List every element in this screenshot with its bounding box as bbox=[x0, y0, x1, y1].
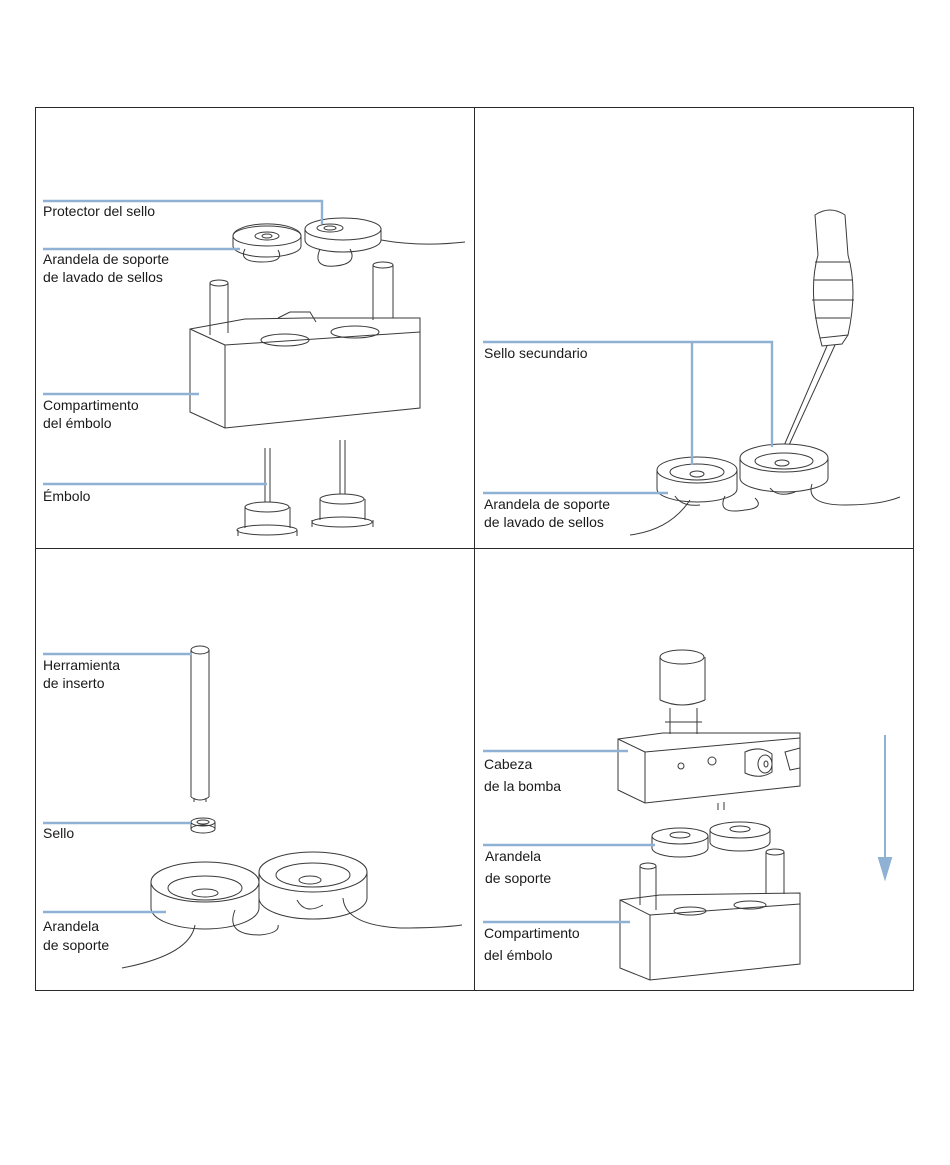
support-ring-right bbox=[710, 822, 770, 851]
label-plunger: Émbolo bbox=[43, 487, 90, 506]
down-arrow bbox=[879, 735, 891, 878]
support-ring-left bbox=[122, 862, 278, 968]
label-plunger-housing-line1: Compartimento bbox=[484, 924, 580, 943]
plunger-housing bbox=[190, 262, 420, 428]
label-wash-support-ring-line1: Arandela de soporte bbox=[484, 495, 610, 514]
panel-top-right-drawing bbox=[483, 210, 900, 535]
plunger-housing bbox=[620, 849, 800, 980]
wash-support-ring-right bbox=[305, 218, 465, 266]
label-insert-tool-line2: de inserto bbox=[43, 674, 104, 693]
insert-tool bbox=[191, 646, 209, 802]
label-wash-support-ring-line2: de lavado de sellos bbox=[484, 513, 604, 532]
pump-head bbox=[618, 650, 800, 810]
label-seal: Sello bbox=[43, 824, 74, 843]
label-pump-head-line2: de la bomba bbox=[484, 777, 561, 796]
plunger-left bbox=[237, 448, 297, 536]
label-plunger-housing-line2: del émbolo bbox=[43, 414, 112, 433]
label-plunger-housing-line1: Compartimento bbox=[43, 396, 139, 415]
label-secondary-seal: Sello secundario bbox=[484, 344, 588, 363]
wash-support-ring-left bbox=[630, 457, 758, 535]
screwdriver bbox=[780, 210, 854, 463]
plunger-right bbox=[312, 440, 373, 527]
label-seal-protector: Protector del sello bbox=[43, 202, 155, 221]
wash-support-ring-left bbox=[233, 224, 301, 262]
wash-support-ring-right bbox=[740, 444, 900, 505]
label-support-ring-line1: Arandela bbox=[43, 917, 99, 936]
label-insert-tool-line1: Herramienta bbox=[43, 656, 120, 675]
label-support-ring-line2: de soporte bbox=[43, 936, 109, 955]
label-support-ring-line1: Arandela bbox=[485, 847, 541, 866]
label-support-ring-line2: de soporte bbox=[485, 869, 551, 888]
label-wash-support-ring-line2: de lavado de sellos bbox=[43, 268, 163, 287]
panel-bottom-left-drawing bbox=[43, 646, 462, 968]
label-plunger-housing-line2: del émbolo bbox=[484, 946, 553, 965]
label-pump-head-line1: Cabeza bbox=[484, 755, 532, 774]
support-ring-right bbox=[259, 852, 462, 928]
label-wash-support-ring-line1: Arandela de soporte bbox=[43, 250, 169, 269]
seal bbox=[191, 818, 215, 833]
support-ring-left bbox=[652, 828, 708, 857]
